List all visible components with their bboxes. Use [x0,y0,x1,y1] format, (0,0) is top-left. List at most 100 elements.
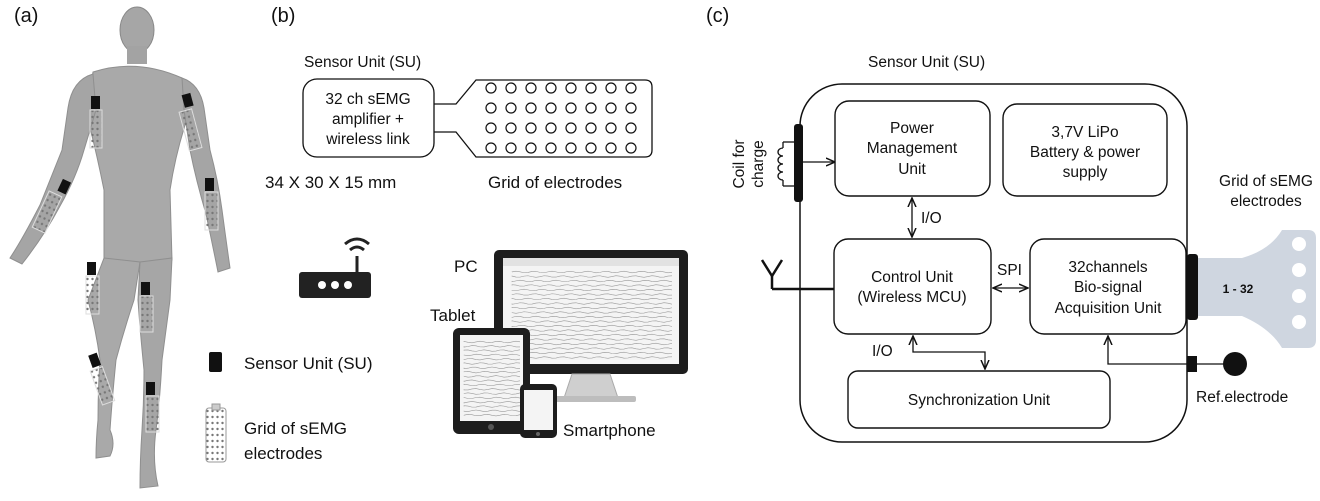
electrode-dot [605,122,617,134]
io-top-label: I/O [921,210,942,227]
panel-label-b: (b) [271,5,295,27]
control-sync-arrow [913,337,985,368]
human-figure [9,6,231,489]
synchronization-unit-block [847,370,1111,429]
su-title-b: Sensor Unit (SU) [304,54,421,71]
control-line2: (Wireless MCU) [857,289,966,306]
electrode-dot [625,82,637,94]
signal-trace [511,333,673,337]
signal-trace [463,362,521,365]
sync-label: Synchronization Unit [908,392,1051,409]
power-line3: Unit [898,161,926,178]
coil-label-line1: Coil for [731,139,748,188]
signal-trace [511,311,673,314]
ref-electrode-line [1108,337,1226,365]
signal-trace [463,396,521,400]
acq-line2: Bio-signal [1074,279,1142,296]
signal-trace [463,388,521,391]
signal-trace [463,349,521,352]
signal-trace [511,351,673,355]
signal-trace [463,392,521,395]
electrode-dot [545,122,557,134]
electrode-grid-dots [485,82,637,154]
electrode-dot [545,102,557,114]
electrode-dot [525,142,537,154]
channels-label: 1 - 32 [1223,282,1254,296]
ref-electrode-label: Ref.electrode [1196,389,1288,406]
electrode-dot [525,122,537,134]
electrode-grid-outline [434,79,653,158]
legend-sensor-unit: Sensor Unit (SU) [244,354,372,373]
signal-trace [511,275,673,278]
coil-label-line2: charge [750,140,767,187]
control-line1: Control Unit [871,269,954,286]
signal-trace [511,315,673,319]
su-amplifier-box [302,78,435,158]
electrode-dot [505,82,517,94]
label-pc: PC [454,257,478,276]
signal-trace [511,320,673,323]
electrode-dot [565,102,577,114]
control-unit-block [833,238,992,335]
electrode-dot [525,102,537,114]
electrode-dot [625,122,637,134]
signal-trace [511,306,673,310]
signal-trace [511,297,673,301]
grid-semg-line1: Grid of sEMG [1219,173,1313,190]
signal-trace [463,371,521,374]
acq-line1: 32channels [1068,259,1148,276]
ref-electrode-icon [1223,352,1247,376]
electrode-dot [485,82,497,94]
electrode-dot [565,122,577,134]
ref-connector [1187,356,1197,372]
electrode-dot [565,82,577,94]
battery-block [1002,103,1168,197]
label-tablet: Tablet [430,306,476,325]
antenna-icon [760,259,834,291]
signal-trace [511,347,673,350]
legend-grid-line1: Grid of sEMG [244,419,347,438]
panel-label-c: (c) [706,5,729,27]
electrode-dot [605,142,617,154]
wifi-router-icon [299,237,371,298]
legend-grid-line2: electrodes [244,444,322,463]
electrode-dot [605,102,617,114]
electrode-dot [625,142,637,154]
electrode-dot [605,82,617,94]
signal-trace [511,279,673,283]
grid-semg-line2: electrodes [1230,193,1302,210]
su-box-line2: amplifier + [332,111,404,128]
smartphone-icon [520,384,557,438]
electrode-dot [505,122,517,134]
signal-trace [463,340,521,344]
signal-trace [511,293,673,296]
signal-trace [511,356,673,359]
su-dimensions: 34 X 30 X 15 mm [265,173,396,192]
semg-electrode-grid-icon [1198,230,1316,348]
battery-line1: 3,7V LiPo [1051,124,1118,141]
signal-trace [463,383,521,387]
su-box-line1: 32 ch sEMG [325,91,410,108]
coil-icon [777,124,803,202]
signal-trace [511,342,673,346]
grid-connector [1187,254,1198,320]
power-line2: Management [867,140,958,157]
electrode-dot [585,122,597,134]
signal-trace [463,366,521,369]
electrode-dot [585,142,597,154]
sensor-placements [31,92,219,433]
signal-trace [463,345,521,348]
power-management-block [834,100,991,197]
signal-trace [463,405,521,408]
electrode-dot [625,102,637,114]
electrode-grid-legend-swatch [205,403,227,463]
su-title-c: Sensor Unit (SU) [868,54,985,71]
electrode-dot [485,122,497,134]
signal-trace [511,302,673,305]
electrode-dot [585,102,597,114]
signal-trace [463,401,521,404]
battery-line2: Battery & power [1030,144,1140,161]
signal-trace [463,414,521,417]
su-box-line3: wireless link [325,131,410,148]
electrode-dot [485,142,497,154]
